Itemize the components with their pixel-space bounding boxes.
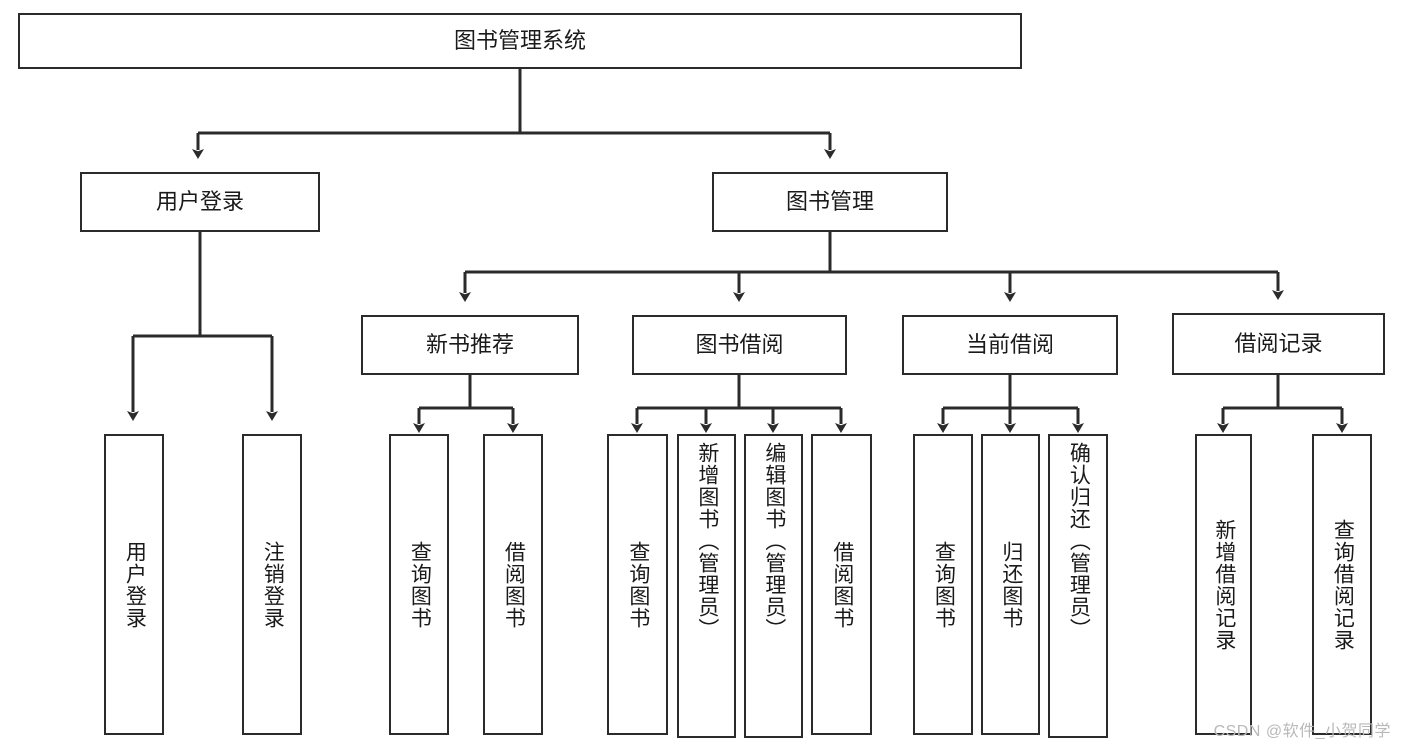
node-leaf-query-book-current-label: 查询图书 bbox=[932, 540, 956, 629]
node-leaf-query-book-current[interactable]: 查询图书 bbox=[913, 434, 973, 735]
node-leaf-query-book-borrow[interactable]: 查询图书 bbox=[607, 434, 668, 735]
node-leaf-logout[interactable]: 注销登录 bbox=[242, 434, 302, 735]
node-leaf-borrow-book[interactable]: 借阅图书 bbox=[811, 434, 872, 735]
node-leaf-query-book-rec-label: 查询图书 bbox=[408, 540, 432, 629]
node-root-label: 图书管理系统 bbox=[453, 27, 586, 53]
node-leaf-query-borrow-record-label: 查询借阅记录 bbox=[1331, 518, 1355, 651]
node-user-login-label: 用户登录 bbox=[155, 188, 244, 214]
node-leaf-confirm-return-admin[interactable]: 确认归还（管理员） bbox=[1048, 434, 1108, 738]
node-leaf-return-book[interactable]: 归还图书 bbox=[981, 434, 1040, 735]
node-current-borrow[interactable]: 当前借阅 bbox=[902, 315, 1118, 375]
node-user-login[interactable]: 用户登录 bbox=[80, 172, 320, 232]
node-new-book-recommend[interactable]: 新书推荐 bbox=[361, 315, 579, 375]
node-root[interactable]: 图书管理系统 bbox=[18, 13, 1022, 69]
node-leaf-query-book-borrow-label: 查询图书 bbox=[626, 540, 650, 629]
node-book-borrow[interactable]: 图书借阅 bbox=[632, 315, 847, 375]
watermark: CSDN @软件_小贺同学 bbox=[1213, 723, 1391, 740]
node-borrow-record-label: 借阅记录 bbox=[1234, 330, 1323, 356]
node-current-borrow-label: 当前借阅 bbox=[965, 331, 1054, 357]
node-leaf-borrow-book-rec-label: 借阅图书 bbox=[502, 540, 526, 629]
node-leaf-edit-book-admin-label: 编辑图书（管理员） bbox=[762, 442, 786, 640]
node-leaf-edit-book-admin[interactable]: 编辑图书（管理员） bbox=[744, 434, 803, 738]
node-leaf-query-borrow-record[interactable]: 查询借阅记录 bbox=[1312, 434, 1372, 735]
node-borrow-record[interactable]: 借阅记录 bbox=[1172, 313, 1385, 375]
node-leaf-add-book-admin[interactable]: 新增图书（管理员） bbox=[677, 434, 736, 738]
node-leaf-borrow-book-label: 借阅图书 bbox=[830, 540, 854, 629]
node-leaf-user-login[interactable]: 用户登录 bbox=[104, 434, 164, 735]
node-leaf-return-book-label: 归还图书 bbox=[999, 540, 1023, 629]
node-leaf-user-login-label: 用户登录 bbox=[123, 540, 147, 629]
node-leaf-add-book-admin-label: 新增图书（管理员） bbox=[695, 442, 719, 640]
node-book-manage-label: 图书管理 bbox=[785, 188, 874, 214]
node-leaf-confirm-return-admin-label: 确认归还（管理员） bbox=[1067, 442, 1091, 640]
node-leaf-add-borrow-record-label: 新增借阅记录 bbox=[1212, 518, 1236, 651]
node-leaf-borrow-book-rec[interactable]: 借阅图书 bbox=[483, 434, 543, 735]
node-book-manage[interactable]: 图书管理 bbox=[712, 172, 948, 232]
node-book-borrow-label: 图书借阅 bbox=[695, 331, 784, 357]
node-leaf-query-book-rec[interactable]: 查询图书 bbox=[389, 434, 449, 735]
node-leaf-logout-label: 注销登录 bbox=[261, 540, 285, 629]
node-leaf-add-borrow-record[interactable]: 新增借阅记录 bbox=[1195, 434, 1252, 735]
node-new-book-recommend-label: 新书推荐 bbox=[425, 331, 514, 357]
